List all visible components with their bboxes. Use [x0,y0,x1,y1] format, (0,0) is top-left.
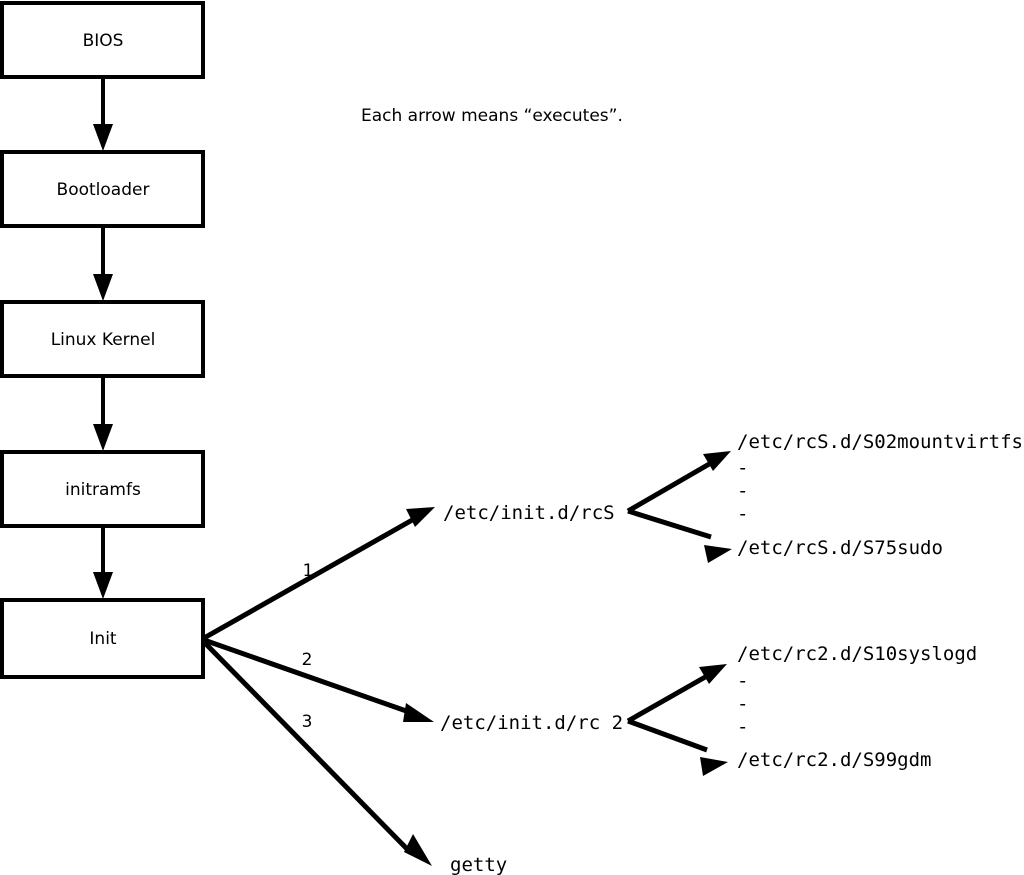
stage-box-linux-kernel: Linux Kernel [0,300,205,378]
arrow-bios-to-bootloader [93,77,113,151]
arrowhead-down-right-icon [404,834,432,866]
arrow-init-to-rc2: 2 [203,637,434,722]
label-rc2-last-script: /etc/rc2.d/S99gdm [737,749,931,771]
arrowhead-up-right-icon [703,451,731,471]
fork-rcS-scripts [626,451,732,563]
arrow-bootloader-to-kernel [93,226,113,301]
arrowhead-up-right-icon [406,507,435,527]
arrow-initramfs-to-init [93,526,113,599]
arrow-kernel-to-initramfs [93,376,113,451]
branch-number-1: 1 [303,561,314,581]
arrowhead-down-icon [93,274,113,301]
bootloader-box-label: Bootloader [57,180,150,200]
label-init-d-rc-2: /etc/init.d/rc 2 [440,712,623,734]
arrowhead-down-right-icon [704,545,732,563]
rc2-ellipsis-dash-2: - [737,693,748,715]
label-init-d-rcS: /etc/init.d/rcS [443,502,615,524]
bios-box-outline [0,1,205,79]
label-rcS-first-script: /etc/rcS.d/S02mountvirtfs [737,431,1023,453]
label-rcS-last-script: /etc/rcS.d/S75sudo [737,537,943,559]
rcS-ellipsis-dash-1: - [737,457,748,479]
arrowhead-down-right-icon [700,757,728,776]
rcS-ellipsis-dash-2: - [737,480,748,502]
bios-box-label: BIOS [83,31,124,51]
init-box-outline [0,598,205,679]
rc2-ellipsis-dash-3: - [737,716,748,738]
stage-box-initramfs: initramfs [0,450,205,528]
initramfs-box-label: initramfs [65,480,141,500]
arrow-init-to-rcS: 1 [202,507,435,641]
label-rc2-first-script: /etc/rc2.d/S10syslogd [737,643,977,665]
stage-box-bootloader: Bootloader [0,150,205,228]
linux-kernel-box-label: Linux Kernel [51,330,156,350]
branch-number-3: 3 [302,712,313,732]
init-box-label: Init [89,629,117,649]
rc2-ellipsis-dash-1: - [737,670,748,692]
stage-box-bios: BIOS [0,1,205,79]
stage-box-init: Init [0,598,205,679]
arrowhead-up-right-icon [699,664,727,684]
fork-rc2-scripts [626,664,728,776]
arrowhead-down-icon [93,424,113,451]
arrow-init-to-getty: 3 [202,640,432,866]
arrowhead-down-icon [93,124,113,151]
diagram-caption: Each arrow means “executes”. [361,106,623,126]
arrowhead-down-icon [93,572,113,599]
arrowhead-down-right-icon [403,703,434,722]
branch-number-2: 2 [302,650,313,670]
initramfs-box-outline [0,450,205,528]
rcS-ellipsis-dash-3: - [737,503,748,525]
label-getty: getty [450,854,507,875]
